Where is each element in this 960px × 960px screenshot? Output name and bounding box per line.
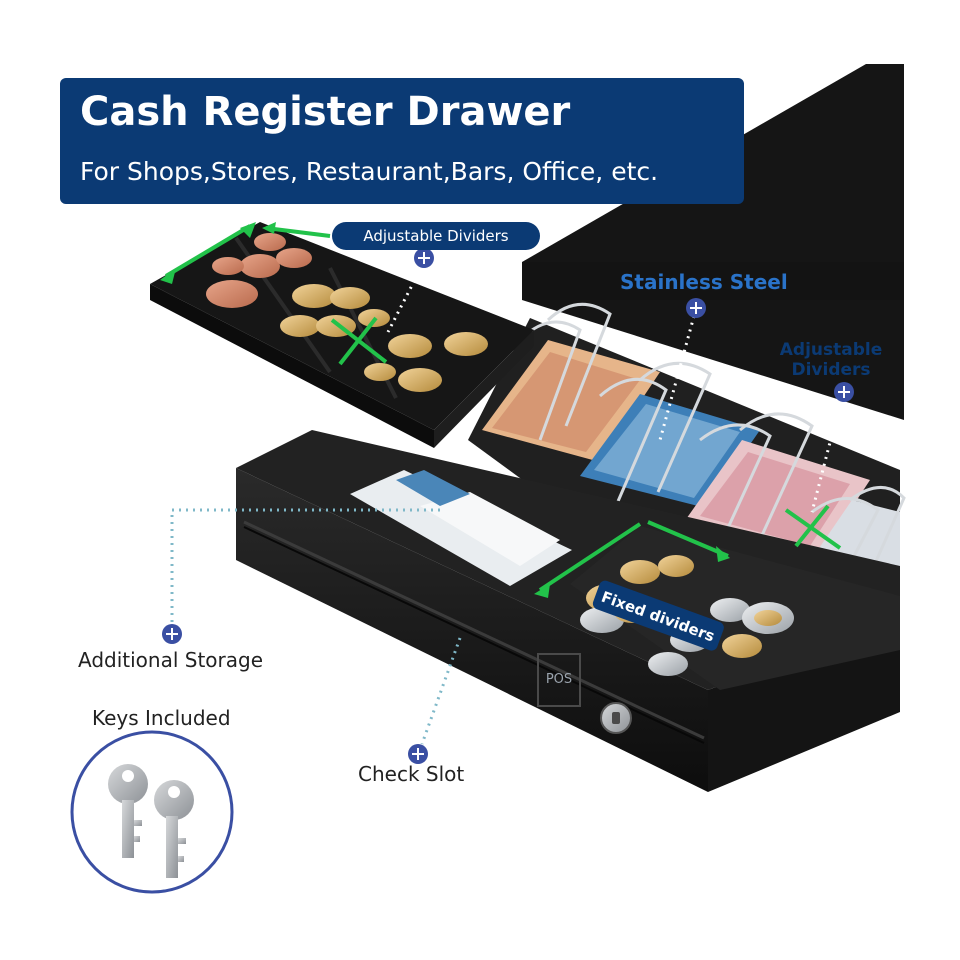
- stainless-steel-label: Stainless Steel: [620, 270, 788, 294]
- adjustable-dividers-right-line1: Adjustable: [779, 340, 883, 360]
- plus-marker-icon: [408, 744, 428, 764]
- check-slot-groove: [243, 520, 705, 740]
- plus-marker-icon: [162, 624, 182, 644]
- double-arrow-icon: [160, 222, 842, 598]
- additional-storage-papers: [350, 470, 572, 586]
- lifted-coin-tray: [150, 222, 534, 448]
- key-icon: [108, 764, 148, 858]
- plus-markers: [162, 248, 854, 764]
- plus-marker-icon: [686, 298, 706, 318]
- keys-included-label: Keys Included: [92, 706, 231, 730]
- plus-marker-icon: [834, 382, 854, 402]
- header-banner: [60, 78, 744, 204]
- additional-storage-label: Additional Storage: [78, 648, 264, 672]
- adjustable-dividers-top-label: Adjustable Dividers: [332, 222, 540, 250]
- register-housing: [522, 64, 904, 420]
- keys-badge: [70, 730, 234, 894]
- plus-marker-icon: [414, 248, 434, 268]
- page-title: Cash Register Drawer: [80, 89, 571, 135]
- check-slot-label: Check Slot: [358, 762, 465, 786]
- callout-leaders: [170, 261, 844, 745]
- pos-plate: [537, 653, 581, 707]
- adjustable-dividers-right-label: Adjustable Dividers: [776, 340, 886, 380]
- adjustable-dividers-right-line2: Dividers: [791, 360, 871, 380]
- key-icon: [154, 780, 194, 878]
- pos-label: POS: [545, 672, 573, 687]
- lock-icon: [600, 702, 632, 734]
- page-subtitle: For Shops,Stores, Restaurant,Bars, Offic…: [80, 157, 659, 186]
